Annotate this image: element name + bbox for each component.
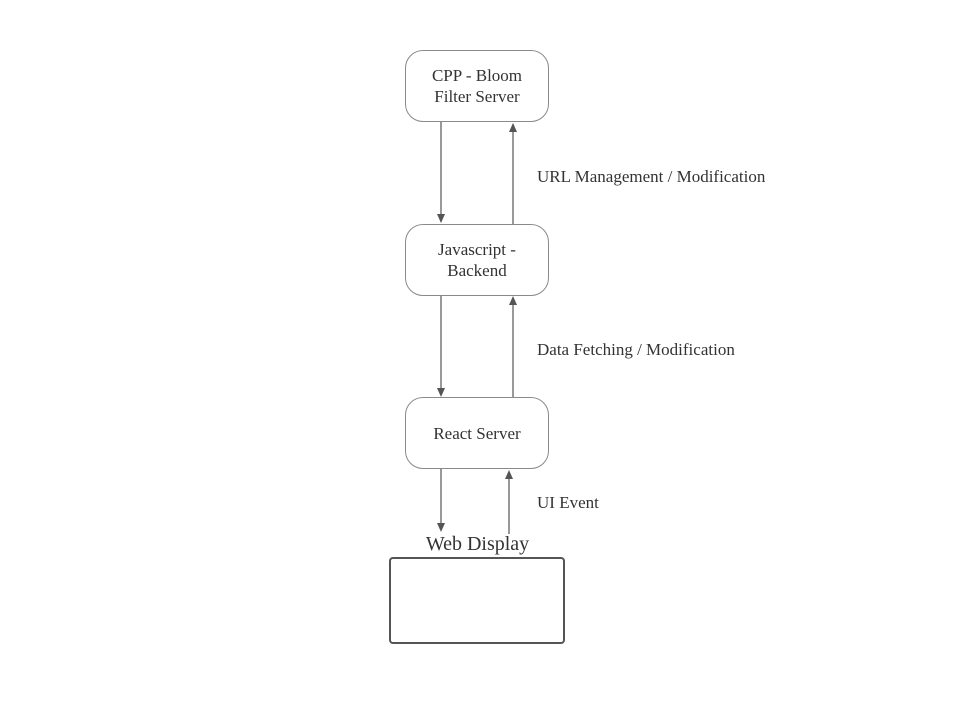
arrowhead-react-to-web xyxy=(437,523,445,532)
arrowhead-web-to-react xyxy=(505,470,513,479)
web-display-box xyxy=(389,557,565,644)
ui-event-label: UI Event xyxy=(537,493,599,512)
react-server-node: React Server xyxy=(405,397,549,469)
arrowhead-js-to-cpp xyxy=(509,123,517,132)
web-display-title: Web Display xyxy=(425,533,530,555)
cpp-bloom-filter-server-node: CPP - Bloom Filter Server xyxy=(405,50,549,122)
data-fetching-label: Data Fetching / Modification xyxy=(537,340,735,359)
react-node-label: React Server xyxy=(433,423,521,443)
cpp-node-label: CPP - Bloom Filter Server xyxy=(431,66,523,106)
arrowhead-react-to-js xyxy=(509,296,517,305)
arrowhead-cpp-to-js xyxy=(437,214,445,223)
javascript-backend-node: Javascript - Backend xyxy=(405,224,549,296)
arrowhead-js-to-react xyxy=(437,388,445,397)
js-node-label: Javascript - Backend xyxy=(438,240,516,280)
url-management-label: URL Management / Modification xyxy=(537,167,766,186)
